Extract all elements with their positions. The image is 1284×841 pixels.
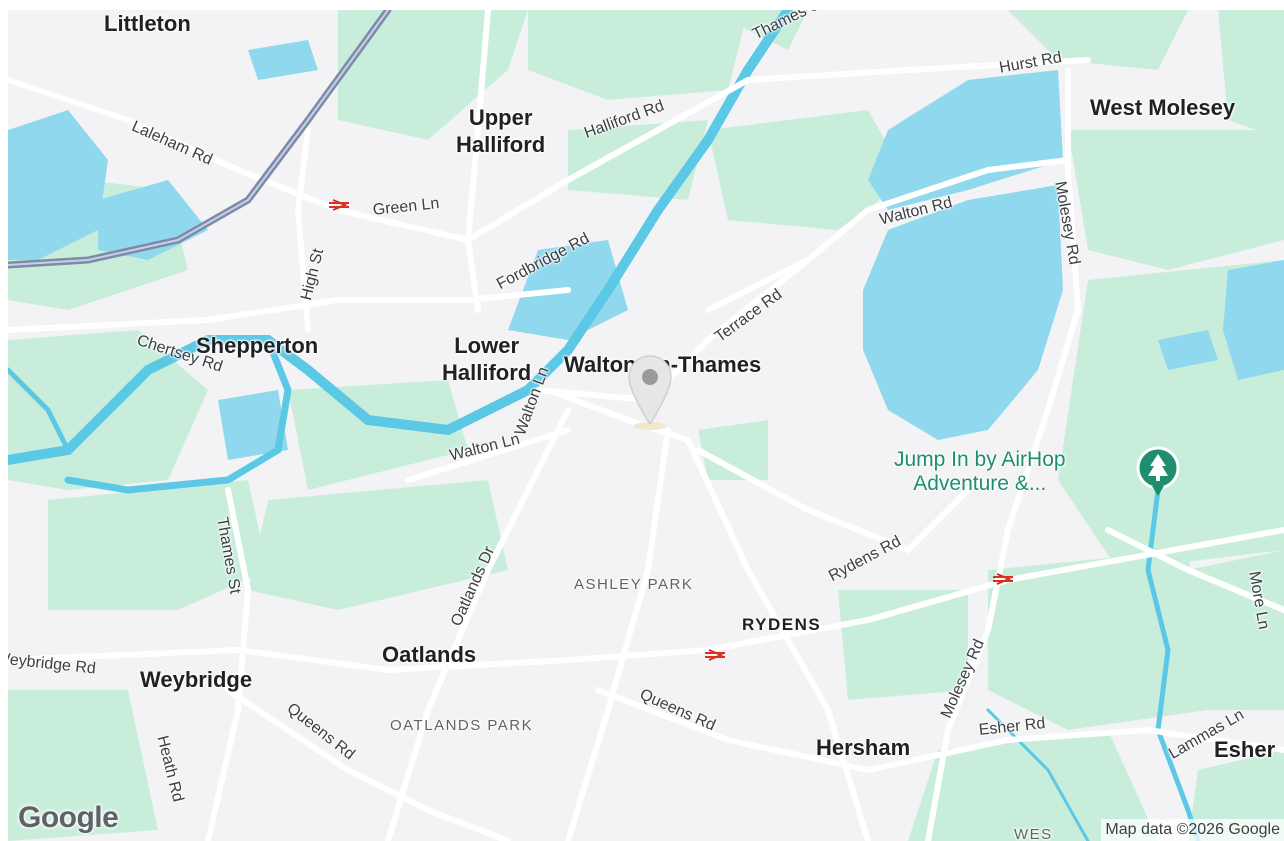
google-logo[interactable]: Google — [18, 801, 119, 834]
district-label-west-end: WES — [1014, 826, 1053, 841]
poi-label-jump-in[interactable]: Jump In by AirHop Adventure &... — [894, 448, 1066, 495]
district-label-oatlands-park: OATLANDS PARK — [390, 717, 534, 734]
map-base-layer — [8, 10, 1284, 841]
water-bodies — [8, 40, 1284, 460]
place-label-esher: Esher — [1214, 737, 1276, 762]
district-label-rydens: RYDENS — [742, 615, 822, 634]
place-label-weybridge: Weybridge — [140, 667, 253, 692]
place-label-hersham: Hersham — [816, 735, 911, 760]
roads — [8, 10, 1284, 841]
district-label-ashley-park: ASHLEY PARK — [574, 576, 694, 593]
place-label-upper-halliford: Upper Halliford — [456, 105, 546, 157]
map-canvas[interactable]: Littleton Upper Halliford West Molesey S… — [8, 10, 1284, 841]
place-label-shepperton: Shepperton — [196, 333, 319, 358]
place-label-oatlands: Oatlands — [382, 642, 477, 667]
place-label-west-molesey: West Molesey — [1090, 95, 1236, 120]
place-label-littleton: Littleton — [104, 11, 191, 36]
map-copyright[interactable]: Map data ©2026 Google — [1101, 819, 1284, 841]
place-label-lower-halliford: Lower Halliford — [442, 333, 532, 385]
